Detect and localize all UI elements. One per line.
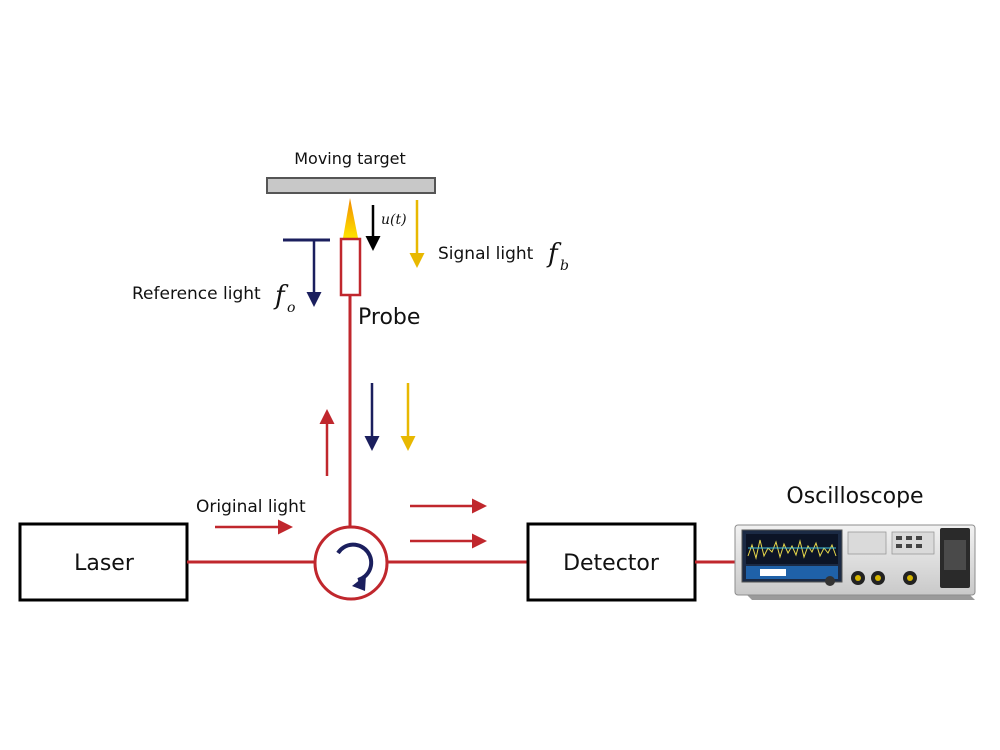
laser-label: Laser (74, 551, 135, 576)
reference-light-label: Reference light (132, 284, 261, 304)
laser-box (18, 522, 189, 602)
signal-freq-sub: b (560, 258, 569, 274)
probe (339, 237, 362, 297)
reference-freq-sub: o (287, 300, 295, 316)
moving-target (266, 177, 436, 194)
velocity-label: u(t) (381, 212, 407, 228)
detector-label: Detector (563, 551, 660, 576)
beam-cone (343, 198, 358, 238)
original-light-label: Original light (196, 497, 306, 517)
oscilloscope-image (734, 524, 976, 600)
circulator-icon (313, 525, 389, 601)
moving-target-label: Moving target (294, 149, 406, 168)
detector-box (526, 522, 697, 602)
signal-light-label: Signal light (438, 244, 534, 264)
probe-label: Probe (358, 305, 420, 330)
oscilloscope-label: Oscilloscope (786, 484, 923, 509)
